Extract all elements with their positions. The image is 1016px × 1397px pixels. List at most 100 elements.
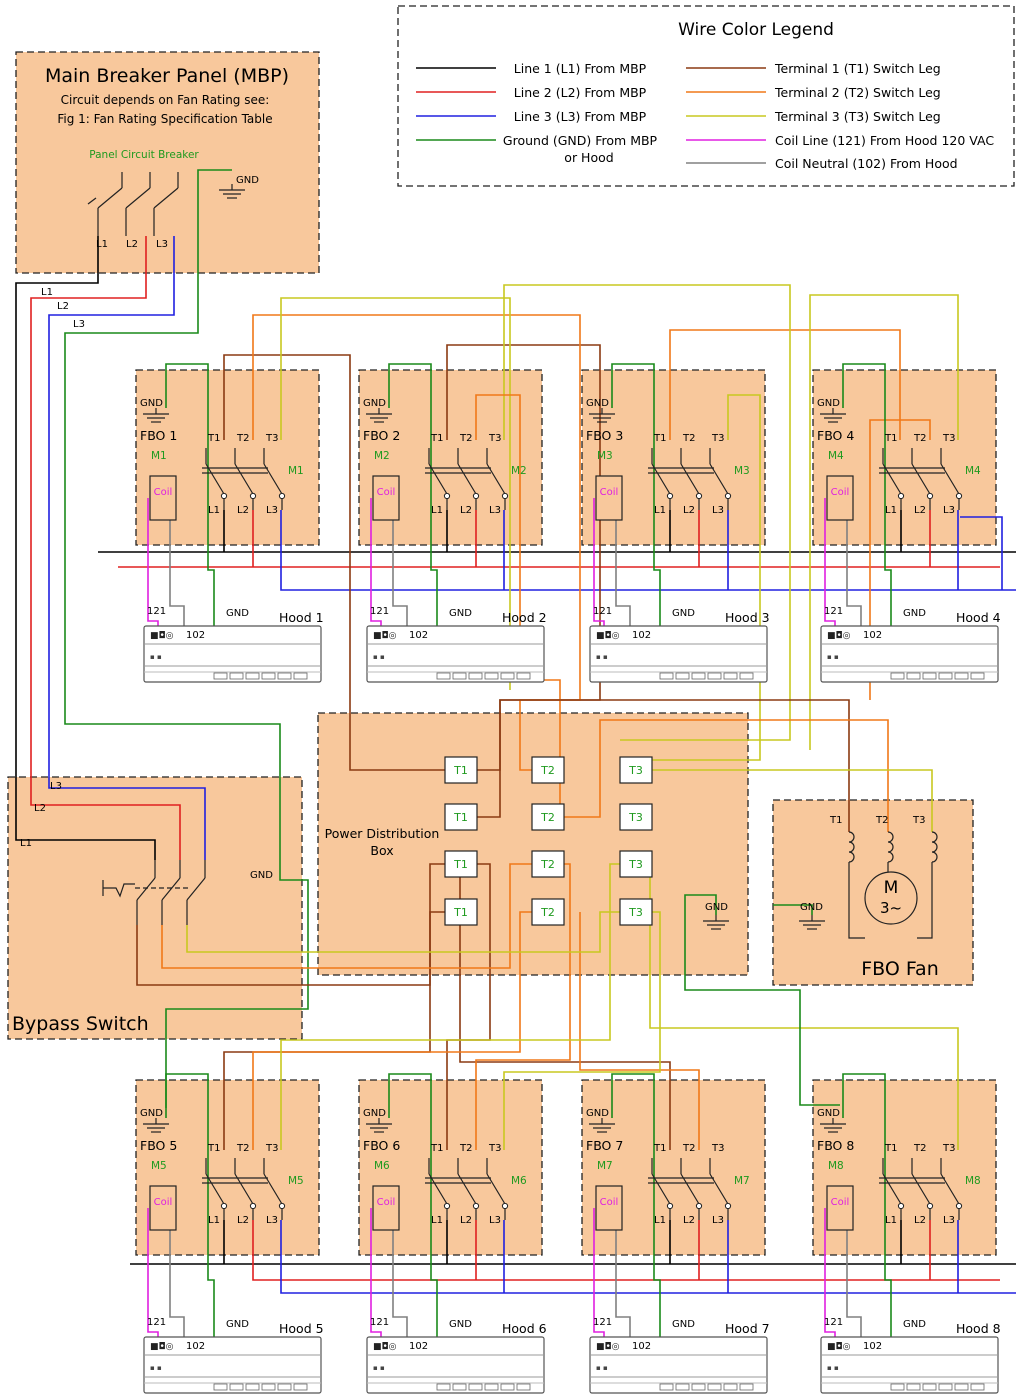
hood-gnd-label: GND: [903, 1319, 926, 1330]
terminal-label-t2: T2: [459, 1143, 472, 1154]
hood-vent-icon: [277, 672, 292, 680]
hood-vent-icon: [452, 672, 467, 680]
hood-gnd-label: GND: [226, 608, 249, 619]
fbo-motor-label-right: M4: [965, 465, 981, 477]
line-label-l3: L3: [489, 1215, 501, 1226]
hood-buttons-icon: ▪ ▪: [150, 653, 162, 661]
hood-vent-icon: [213, 672, 228, 680]
terminal-block-label: T1: [453, 811, 468, 824]
contact-arm: [680, 1173, 700, 1205]
hood-controls-icon: ■◘◎: [596, 1342, 620, 1352]
fan-title: FBO Fan: [861, 958, 939, 980]
hood-name: Hood 2: [502, 610, 547, 625]
contact-node: [443, 1202, 451, 1210]
hood-buttons-icon: ▪ ▪: [150, 1364, 162, 1372]
coil-label: Coil: [831, 487, 850, 498]
ground-icon: [143, 1118, 169, 1133]
hood-vent-icon: [723, 672, 738, 680]
hood-controls-icon: ■◘◎: [150, 1342, 174, 1352]
fbo-motor-label: M8: [828, 1160, 844, 1172]
hood-vent-icon: [906, 1383, 921, 1391]
terminal-label-t1: T1: [207, 433, 220, 444]
terminal-label-t1: T1: [884, 433, 897, 444]
fbo-motor-label: M4: [828, 450, 844, 462]
fan-box: [772, 799, 974, 986]
fbo-name: FBO 5: [140, 1138, 177, 1153]
coil-line-label: 121: [824, 1317, 843, 1328]
contact-node: [278, 1202, 286, 1210]
hood-vent-icon: [938, 672, 953, 680]
contact-arm: [205, 463, 225, 495]
coil-icon: [595, 1185, 623, 1231]
coil-line-label: 121: [147, 606, 166, 617]
coil-line-label: 121: [147, 1317, 166, 1328]
hood-vent-icon: [245, 1383, 260, 1391]
terminal-label-t2: T2: [682, 433, 695, 444]
coil-line-label: 121: [370, 606, 389, 617]
hood-vent-icon: [970, 672, 985, 680]
fbo-gnd-label: GND: [586, 1108, 609, 1119]
mbp-gnd-label: GND: [236, 175, 259, 186]
fbo-motor-label-right: M8: [965, 1175, 981, 1187]
fan-t2-label: T2: [875, 815, 888, 826]
neutral-label: 102: [409, 630, 428, 641]
hood-vent-icon: [954, 672, 969, 680]
coil-icon: [149, 1185, 177, 1231]
hood-vent-icon: [675, 1383, 690, 1391]
hood-vent-icon: [436, 672, 451, 680]
terminal-block-label: T2: [540, 858, 555, 871]
contact-node: [955, 1202, 963, 1210]
contact-node: [220, 1202, 228, 1210]
hood-vent-icon: [484, 1383, 499, 1391]
terminal-block-t1: T1: [444, 803, 478, 831]
contact-arm: [882, 1173, 902, 1205]
line-label-l1: L1: [885, 505, 897, 516]
hood-unit: [589, 1336, 768, 1394]
hood-gnd-label: GND: [449, 1319, 472, 1330]
contact-arm: [263, 1173, 283, 1205]
bypass-title: Bypass Switch: [12, 1013, 149, 1035]
line-label-l3: L3: [943, 1215, 955, 1226]
ground-icon: [143, 408, 169, 423]
coil-label: Coil: [377, 1197, 396, 1208]
terminal-label-t2: T2: [236, 433, 249, 444]
contact-node: [724, 492, 732, 500]
contact-arm: [940, 463, 960, 495]
bypass-box: [7, 776, 303, 1040]
contact-arm: [457, 463, 477, 495]
fbo-name: FBO 3: [586, 428, 623, 443]
terminal-label-t3: T3: [265, 1143, 278, 1154]
contact-node: [472, 1202, 480, 1210]
fbo-name: FBO 6: [363, 1138, 400, 1153]
hood-vent-icon: [970, 1383, 985, 1391]
terminal-label-t3: T3: [488, 1143, 501, 1154]
terminal-block-label: T3: [628, 764, 643, 777]
ground-icon: [589, 408, 615, 423]
wire-gnd-feed: [64, 169, 309, 1108]
hood-name: Hood 6: [502, 1321, 547, 1336]
fbo-motor-label: M1: [151, 450, 167, 462]
contact-arm: [911, 1173, 931, 1205]
coil-label: Coil: [600, 487, 619, 498]
legend-box: [397, 5, 1015, 187]
contact-arm: [486, 463, 506, 495]
bypass-gnd-label: GND: [250, 870, 273, 881]
hood-controls-icon: ■◘◎: [596, 631, 620, 641]
line-label-l2: L2: [683, 1215, 695, 1226]
fan-motor-m: M: [884, 878, 899, 898]
legend-label-l1: Line 1 (L1) From MBP: [514, 61, 647, 76]
mbp-title: Main Breaker Panel (MBP): [45, 65, 289, 87]
wire-neutral: [615, 520, 631, 634]
line-label-l3: L3: [943, 505, 955, 516]
legend-label-t1: Terminal 1 (T1) Switch Leg: [774, 61, 941, 76]
hood-vent-icon: [516, 1383, 531, 1391]
hood-unit: [589, 625, 768, 683]
hood-vent-icon: [277, 1383, 292, 1391]
terminal-block-t2: T2: [531, 850, 565, 878]
hood-gnd-label: GND: [672, 1319, 695, 1330]
hood-unit: [143, 1336, 322, 1394]
hood-vent-icon: [500, 1383, 515, 1391]
